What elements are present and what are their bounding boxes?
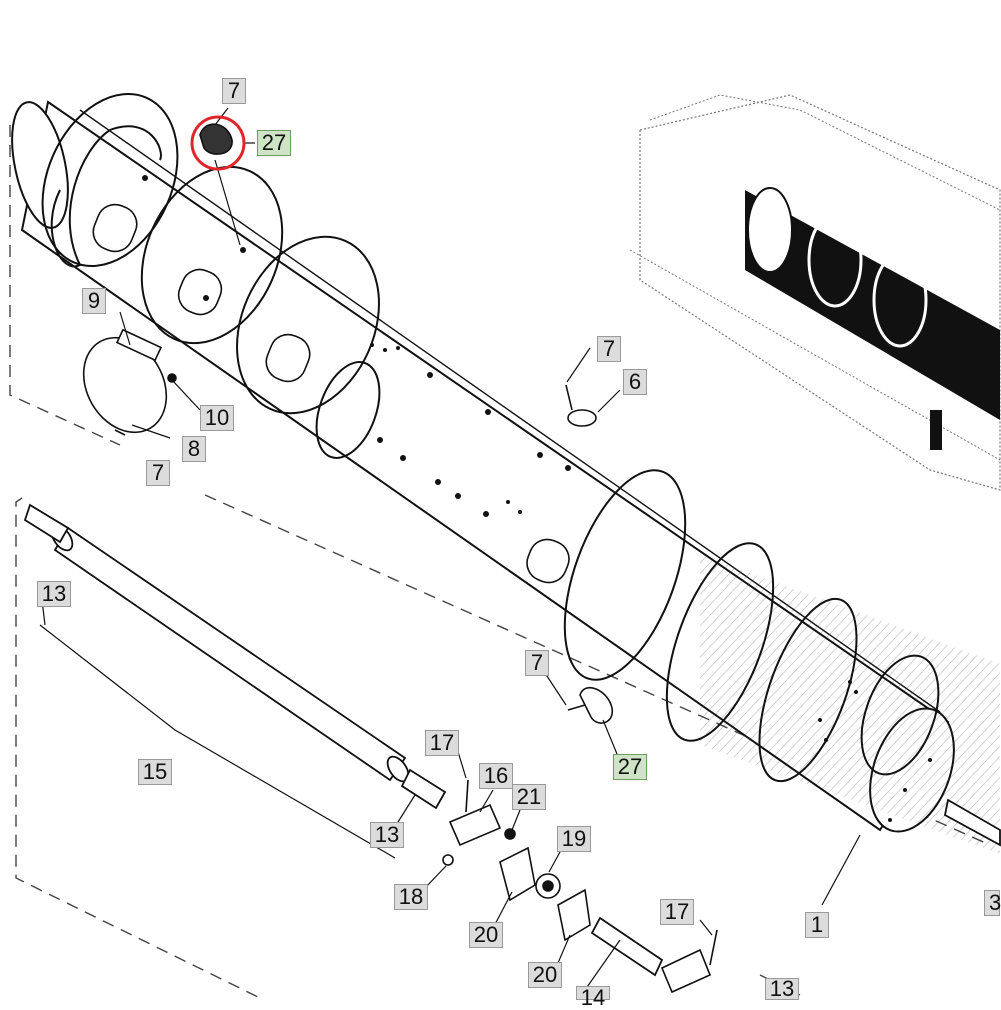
callout-10[interactable]: 10 xyxy=(200,405,234,431)
callout-7-mid[interactable]: 7 xyxy=(597,336,621,362)
callout-3[interactable]: 3 xyxy=(984,890,1001,916)
callout-1[interactable]: 1 xyxy=(805,912,829,938)
callout-15[interactable]: 15 xyxy=(138,759,172,785)
auger-flights-left xyxy=(41,93,381,459)
hanger-bracket-parts xyxy=(199,123,613,724)
callout-7-top[interactable]: 7 xyxy=(222,78,246,104)
selection-ring xyxy=(190,115,246,171)
callout-27-highlighted-lower[interactable]: 27 xyxy=(613,754,647,780)
callout-13-middle[interactable]: 13 xyxy=(370,822,404,848)
callout-20-upper[interactable]: 20 xyxy=(469,922,503,948)
callout-7-lower[interactable]: 7 xyxy=(525,650,549,676)
access-openings xyxy=(92,203,570,584)
callout-21[interactable]: 21 xyxy=(512,784,546,810)
callout-13-bottom[interactable]: 13 xyxy=(765,978,799,1000)
access-cover-plate xyxy=(82,328,177,436)
drive-shaft xyxy=(23,503,1001,977)
callout-17-upper[interactable]: 17 xyxy=(425,730,459,756)
overview-inset xyxy=(629,94,1001,854)
callout-14[interactable]: 14 xyxy=(576,986,610,1009)
callout-16[interactable]: 16 xyxy=(479,763,513,789)
callout-19[interactable]: 19 xyxy=(557,826,591,852)
callout-20-lower[interactable]: 20 xyxy=(528,962,562,988)
callout-8[interactable]: 8 xyxy=(182,436,206,462)
callout-27-highlighted-top[interactable]: 27 xyxy=(257,130,291,156)
callout-18[interactable]: 18 xyxy=(394,884,428,910)
callout-9[interactable]: 9 xyxy=(82,288,106,314)
assembly-boundary-dashed xyxy=(9,125,991,846)
coupler-hardware xyxy=(442,779,718,994)
callout-17-lower[interactable]: 17 xyxy=(660,899,694,925)
callout-7-left[interactable]: 7 xyxy=(146,460,170,486)
callout-6[interactable]: 6 xyxy=(623,369,647,395)
callout-13-left[interactable]: 13 xyxy=(37,581,71,607)
